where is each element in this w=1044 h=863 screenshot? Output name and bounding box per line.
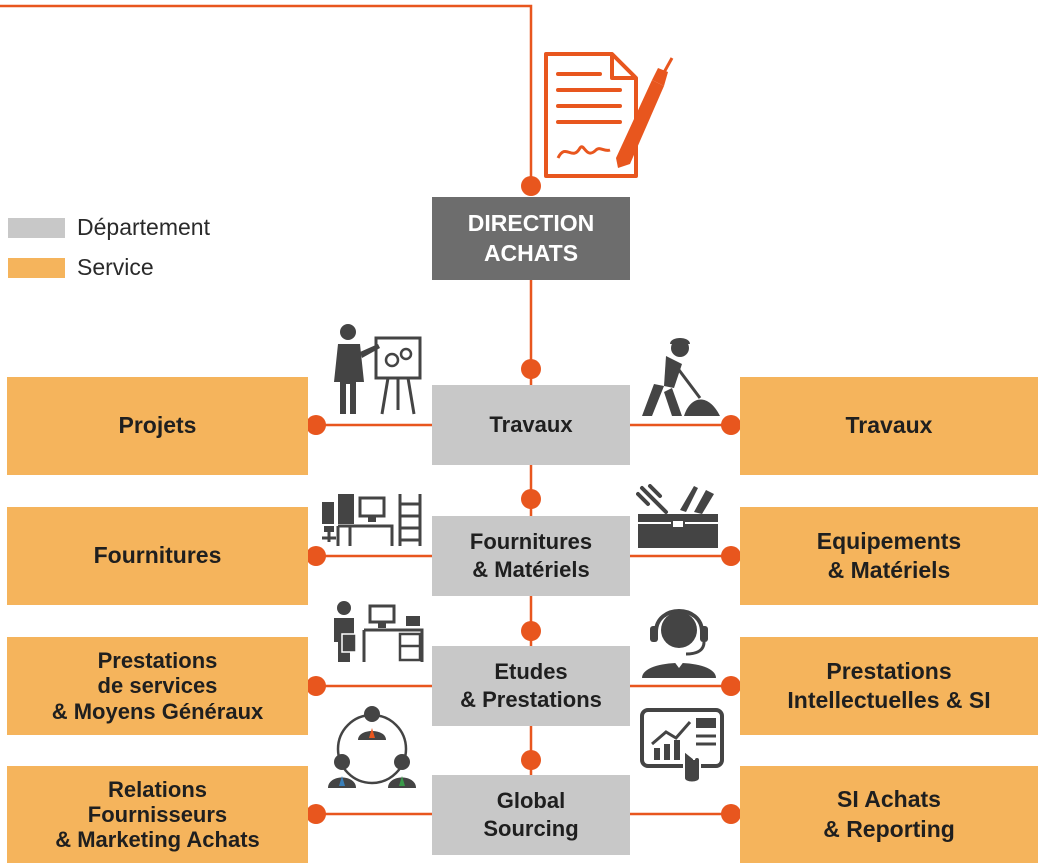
- toolbox-icon: [636, 484, 718, 548]
- office-furniture-icon: [322, 494, 422, 546]
- connector-dot: [721, 415, 741, 435]
- legend-swatch: [8, 217, 65, 238]
- legend-label: Service: [77, 254, 154, 280]
- top-connector-line: [0, 4, 533, 186]
- support-headset-icon: [642, 609, 716, 678]
- connector-dot: [306, 415, 326, 435]
- service-si-achats-reporting[interactable]: SI Achats & Reporting: [740, 766, 1038, 863]
- service-projets[interactable]: Projets: [7, 377, 308, 475]
- connector-dot: [306, 546, 326, 566]
- legend-item-service: Service: [8, 254, 154, 281]
- direction-achats-box[interactable]: DIRECTION ACHATS: [432, 197, 630, 280]
- department-fournitures-materiels[interactable]: Fournitures & Matériels: [432, 516, 630, 596]
- network-people-icon: [328, 706, 416, 788]
- connector-dot: [721, 804, 741, 824]
- connector-dot: [721, 676, 741, 696]
- department-etudes-prestations[interactable]: Etudes & Prestations: [432, 646, 630, 726]
- connector-dot: [306, 804, 326, 824]
- connector-dot: [521, 359, 541, 379]
- office-worker-desk-icon: [334, 601, 424, 662]
- construction-worker-icon: [642, 338, 720, 416]
- service-relations-fournisseurs[interactable]: Relations Fournisseurs & Marketing Achat…: [7, 766, 308, 863]
- connector-dot: [521, 750, 541, 770]
- connector-dot: [521, 176, 541, 196]
- service-prestations-intellectuelles-si[interactable]: Prestations Intellectuelles & SI: [740, 637, 1038, 735]
- connector-dot: [721, 546, 741, 566]
- contract-signing-icon: [544, 52, 674, 178]
- department-travaux[interactable]: Travaux: [432, 385, 630, 465]
- legend-label: Département: [77, 214, 210, 240]
- connector-dot: [521, 489, 541, 509]
- legend-item-department: Département: [8, 214, 210, 241]
- department-global-sourcing[interactable]: Global Sourcing: [432, 775, 630, 855]
- connector-dot: [306, 676, 326, 696]
- service-fournitures[interactable]: Fournitures: [7, 507, 308, 605]
- tablet-dashboard-icon: [640, 708, 724, 784]
- legend-swatch: [8, 257, 65, 278]
- connector-dot: [521, 621, 541, 641]
- service-travaux[interactable]: Travaux: [740, 377, 1038, 475]
- service-prestations-de-services[interactable]: Prestations de services & Moyens Générau…: [7, 637, 308, 735]
- presenter-board-icon: [334, 324, 422, 415]
- service-equipements-materiels[interactable]: Equipements & Matériels: [740, 507, 1038, 605]
